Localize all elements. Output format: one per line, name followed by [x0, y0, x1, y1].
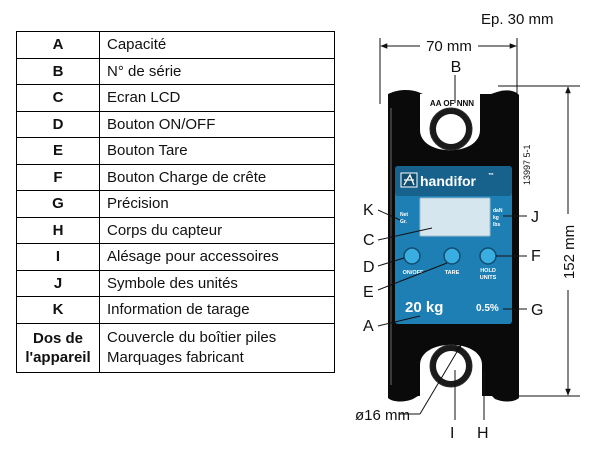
leader-e	[377, 262, 448, 291]
onoff-button[interactable]	[403, 247, 421, 265]
leader-c	[377, 227, 433, 241]
legend-key-back-line2: l'appareil	[25, 348, 91, 366]
callout-h: H	[477, 425, 489, 442]
legend-desc: Bouton Charge de crête	[99, 163, 335, 191]
brand-trademark: ™	[488, 172, 494, 179]
legend-desc: Ecran LCD	[99, 84, 335, 112]
legend-desc: Bouton ON/OFF	[99, 110, 335, 138]
callout-g: G	[531, 302, 543, 319]
legend-desc: Alésage pour accessoires	[99, 243, 335, 271]
leader-a	[377, 315, 421, 327]
unit-lbs: lbs	[493, 222, 500, 228]
legend-key: H	[16, 216, 100, 244]
tare-button[interactable]	[443, 247, 461, 265]
brand-name: handifor	[420, 173, 477, 189]
legend-key-back-line1: Dos de	[32, 329, 83, 347]
legend-key: G	[16, 190, 100, 218]
units-label: UNITS	[480, 275, 497, 281]
callout-a: A	[363, 318, 374, 335]
callout-k: K	[363, 202, 374, 219]
leader-d	[377, 257, 405, 267]
legend-key: J	[16, 269, 100, 297]
callout-e: E	[363, 284, 374, 301]
serial-number: AA OF NNN	[430, 99, 474, 108]
legend-desc: Précision	[99, 190, 335, 218]
tare-net-indicator: Net	[400, 212, 408, 218]
legend-key: F	[16, 163, 100, 191]
callout-j: J	[531, 209, 539, 226]
callout-d: D	[363, 259, 375, 276]
brand-logo	[400, 172, 418, 188]
leader-k	[377, 209, 401, 221]
capacity-label: 20 kg	[405, 299, 443, 316]
bottom-bore-hole	[436, 351, 466, 381]
legend-key: K	[16, 296, 100, 324]
brand-strip	[395, 166, 512, 196]
legend-key: E	[16, 137, 100, 165]
legend-desc-back-line1: Couvercle du boîtier piles	[107, 328, 277, 346]
hold-button[interactable]	[479, 247, 497, 265]
hold-label: HOLD	[480, 268, 496, 274]
legend-desc: Bouton Tare	[99, 137, 335, 165]
lcd-screen	[419, 197, 491, 237]
tare-label: TARE	[445, 270, 460, 276]
top-bore-hole	[436, 114, 466, 144]
height-label: 152 mm	[561, 225, 578, 279]
legend-desc-back-line2: Marquages fabricant	[107, 348, 244, 366]
bore-diameter-label: ø16 mm	[355, 407, 410, 424]
bore-leader-diagonal	[419, 344, 462, 415]
width-label: 70 mm	[426, 38, 472, 55]
legend-desc: Corps du capteur	[99, 216, 335, 244]
precision-label: 0.5%	[476, 303, 499, 314]
callout-f: F	[531, 248, 541, 265]
part-number: 13997 5-1	[522, 144, 532, 185]
thickness-label: Ep. 30 mm	[481, 11, 554, 28]
callout-i: I	[450, 425, 454, 442]
callout-leaders	[377, 75, 527, 420]
legend-key: D	[16, 110, 100, 138]
callout-c: C	[363, 232, 375, 249]
unit-dan: daN	[493, 208, 503, 214]
callout-b: B	[451, 59, 462, 76]
brand-logo-mark	[403, 173, 415, 186]
unit-kg: kg	[493, 215, 499, 221]
legend-desc: Symbole des unités	[99, 269, 335, 297]
tare-gross-indicator: Gr.	[400, 219, 408, 225]
legend-key: I	[16, 243, 100, 271]
onoff-label: ON/OFF	[403, 270, 424, 276]
